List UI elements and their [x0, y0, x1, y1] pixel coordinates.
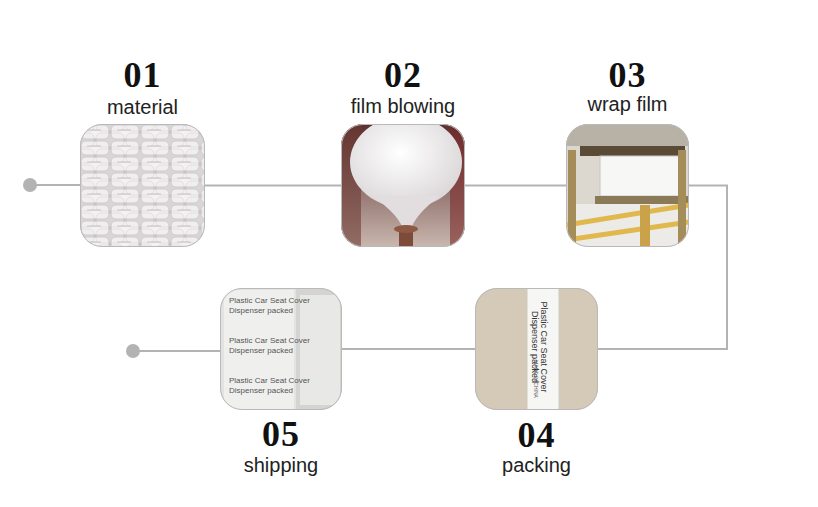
flow-connector	[205, 185, 341, 187]
package-print: Dispenser packed	[229, 307, 293, 315]
material-photo	[80, 124, 205, 247]
step-number: 05	[262, 416, 300, 452]
step-label: material	[107, 97, 178, 117]
film-blowing-photo	[341, 124, 465, 247]
package-print: MADE IN CHINA	[533, 360, 538, 398]
flow-connector	[342, 348, 475, 350]
step-label: packing	[502, 455, 571, 475]
flow-connector	[598, 186, 727, 350]
process-step: 01material	[80, 124, 205, 247]
package-print: Plastic Car Seat Cover	[229, 337, 310, 345]
process-step: 02film blowing	[341, 124, 465, 247]
flow-connector	[465, 185, 566, 187]
start-dot	[23, 178, 37, 192]
wrap-film-photo	[566, 124, 689, 247]
step-label: shipping	[244, 455, 319, 475]
end-dot	[126, 344, 140, 358]
step-label: wrap film	[587, 94, 667, 114]
shipping-photo	[220, 288, 342, 410]
process-step: 04packingPlastic Car Seat CoverDispenser…	[475, 288, 598, 410]
package-print: Plastic Car Seat Cover	[539, 301, 548, 392]
step-number: 02	[384, 57, 422, 93]
lead-line	[30, 184, 80, 186]
step-number: 03	[609, 57, 647, 93]
package-print: Dispenser packed	[229, 347, 293, 355]
package-print: Plastic Car Seat Cover	[229, 377, 310, 385]
step-number: 04	[518, 417, 556, 453]
package-print: Plastic Car Seat Cover	[229, 297, 310, 305]
step-label: film blowing	[351, 96, 455, 116]
package-print: Dispenser packed	[229, 387, 293, 395]
packing-photo	[475, 288, 598, 410]
process-step: 03wrap film	[566, 124, 689, 247]
lead-line	[133, 350, 220, 352]
process-step: 05shippingPlastic Car Seat CoverDispense…	[220, 288, 342, 410]
step-number: 01	[124, 57, 162, 93]
